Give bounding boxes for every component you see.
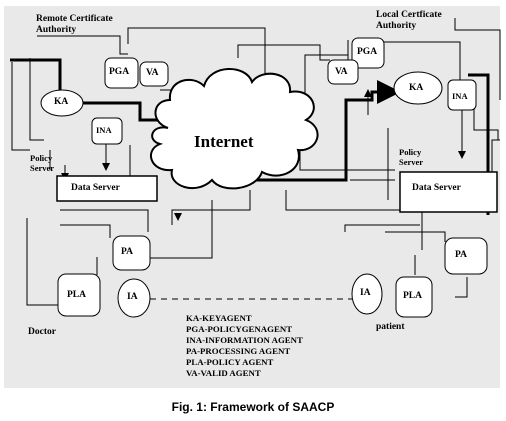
legend-item: PA-PROCESSING AGENT [186, 346, 291, 356]
left-ia-node [117, 278, 151, 318]
left-ka-label: KA [54, 97, 69, 107]
right-policy-server-line2: Server [399, 157, 424, 167]
right-ina-label: INA [452, 91, 468, 101]
right-ia-label: IA [360, 288, 371, 298]
right-ka-label: KA [409, 83, 424, 93]
legend-item: INA-INFORMATION AGENT [186, 335, 303, 345]
legend-item: KA-KEYAGENT [186, 313, 252, 323]
right-va-node [327, 59, 359, 85]
connector-lines [11, 18, 501, 306]
remote-ca-label-line2: Authority [36, 25, 77, 35]
left-ia-label: IA [127, 292, 138, 302]
right-pla-node [395, 276, 433, 318]
left-ina-node [91, 117, 123, 145]
left-pga-node [104, 57, 139, 89]
left-pla-label: PLA [67, 290, 86, 300]
right-va-label: VA [335, 67, 348, 77]
local-ca-label-line2: Authority [376, 21, 417, 31]
legend-item: VA-VALID AGENT [186, 368, 261, 378]
left-ka-node [40, 89, 84, 117]
right-ka-node [393, 71, 443, 105]
internet-cloud [149, 68, 319, 190]
right-pa-node [444, 237, 488, 275]
doctor-label: Doctor [28, 327, 56, 337]
left-va-label: VA [146, 68, 159, 78]
internet-label: Internet [194, 132, 254, 151]
right-pa-label: PA [455, 250, 467, 260]
local-ca-label-line1: Local Certficate [376, 10, 442, 20]
right-data-server-label: Data Server [412, 183, 461, 193]
left-pa-node [112, 235, 151, 271]
right-ina-node [447, 79, 477, 111]
left-va-node [139, 61, 169, 87]
left-ina-label: INA [96, 125, 112, 135]
right-pga-node [351, 37, 385, 69]
right-ia-node [351, 273, 383, 315]
right-pla-label: PLA [403, 291, 422, 301]
left-policy-server-line2: Server [30, 163, 55, 173]
legend-item: PGA-POLICYGENAGENT [186, 324, 293, 334]
figure-caption: Fig. 1: Framework of SAACP [171, 400, 335, 414]
right-policy-server-line1: Policy [399, 147, 422, 157]
left-policy-server-line1: Policy [30, 153, 53, 163]
left-pla-node [57, 273, 101, 317]
left-data-server-node [56, 175, 158, 202]
right-data-server-node [399, 171, 498, 213]
left-pa-label: PA [121, 247, 133, 257]
remote-ca-label-line1: Remote Certificate [36, 14, 113, 24]
legend: KA-KEYAGENT PGA-POLICYGENAGENT INA-INFOR… [186, 313, 303, 379]
left-data-server-label: Data Server [71, 183, 120, 193]
legend-item: PLA-POLICY AGENT [186, 357, 274, 367]
patient-label: patient [376, 322, 405, 332]
right-pga-label: PGA [357, 47, 378, 57]
left-pga-label: PGA [109, 67, 130, 77]
